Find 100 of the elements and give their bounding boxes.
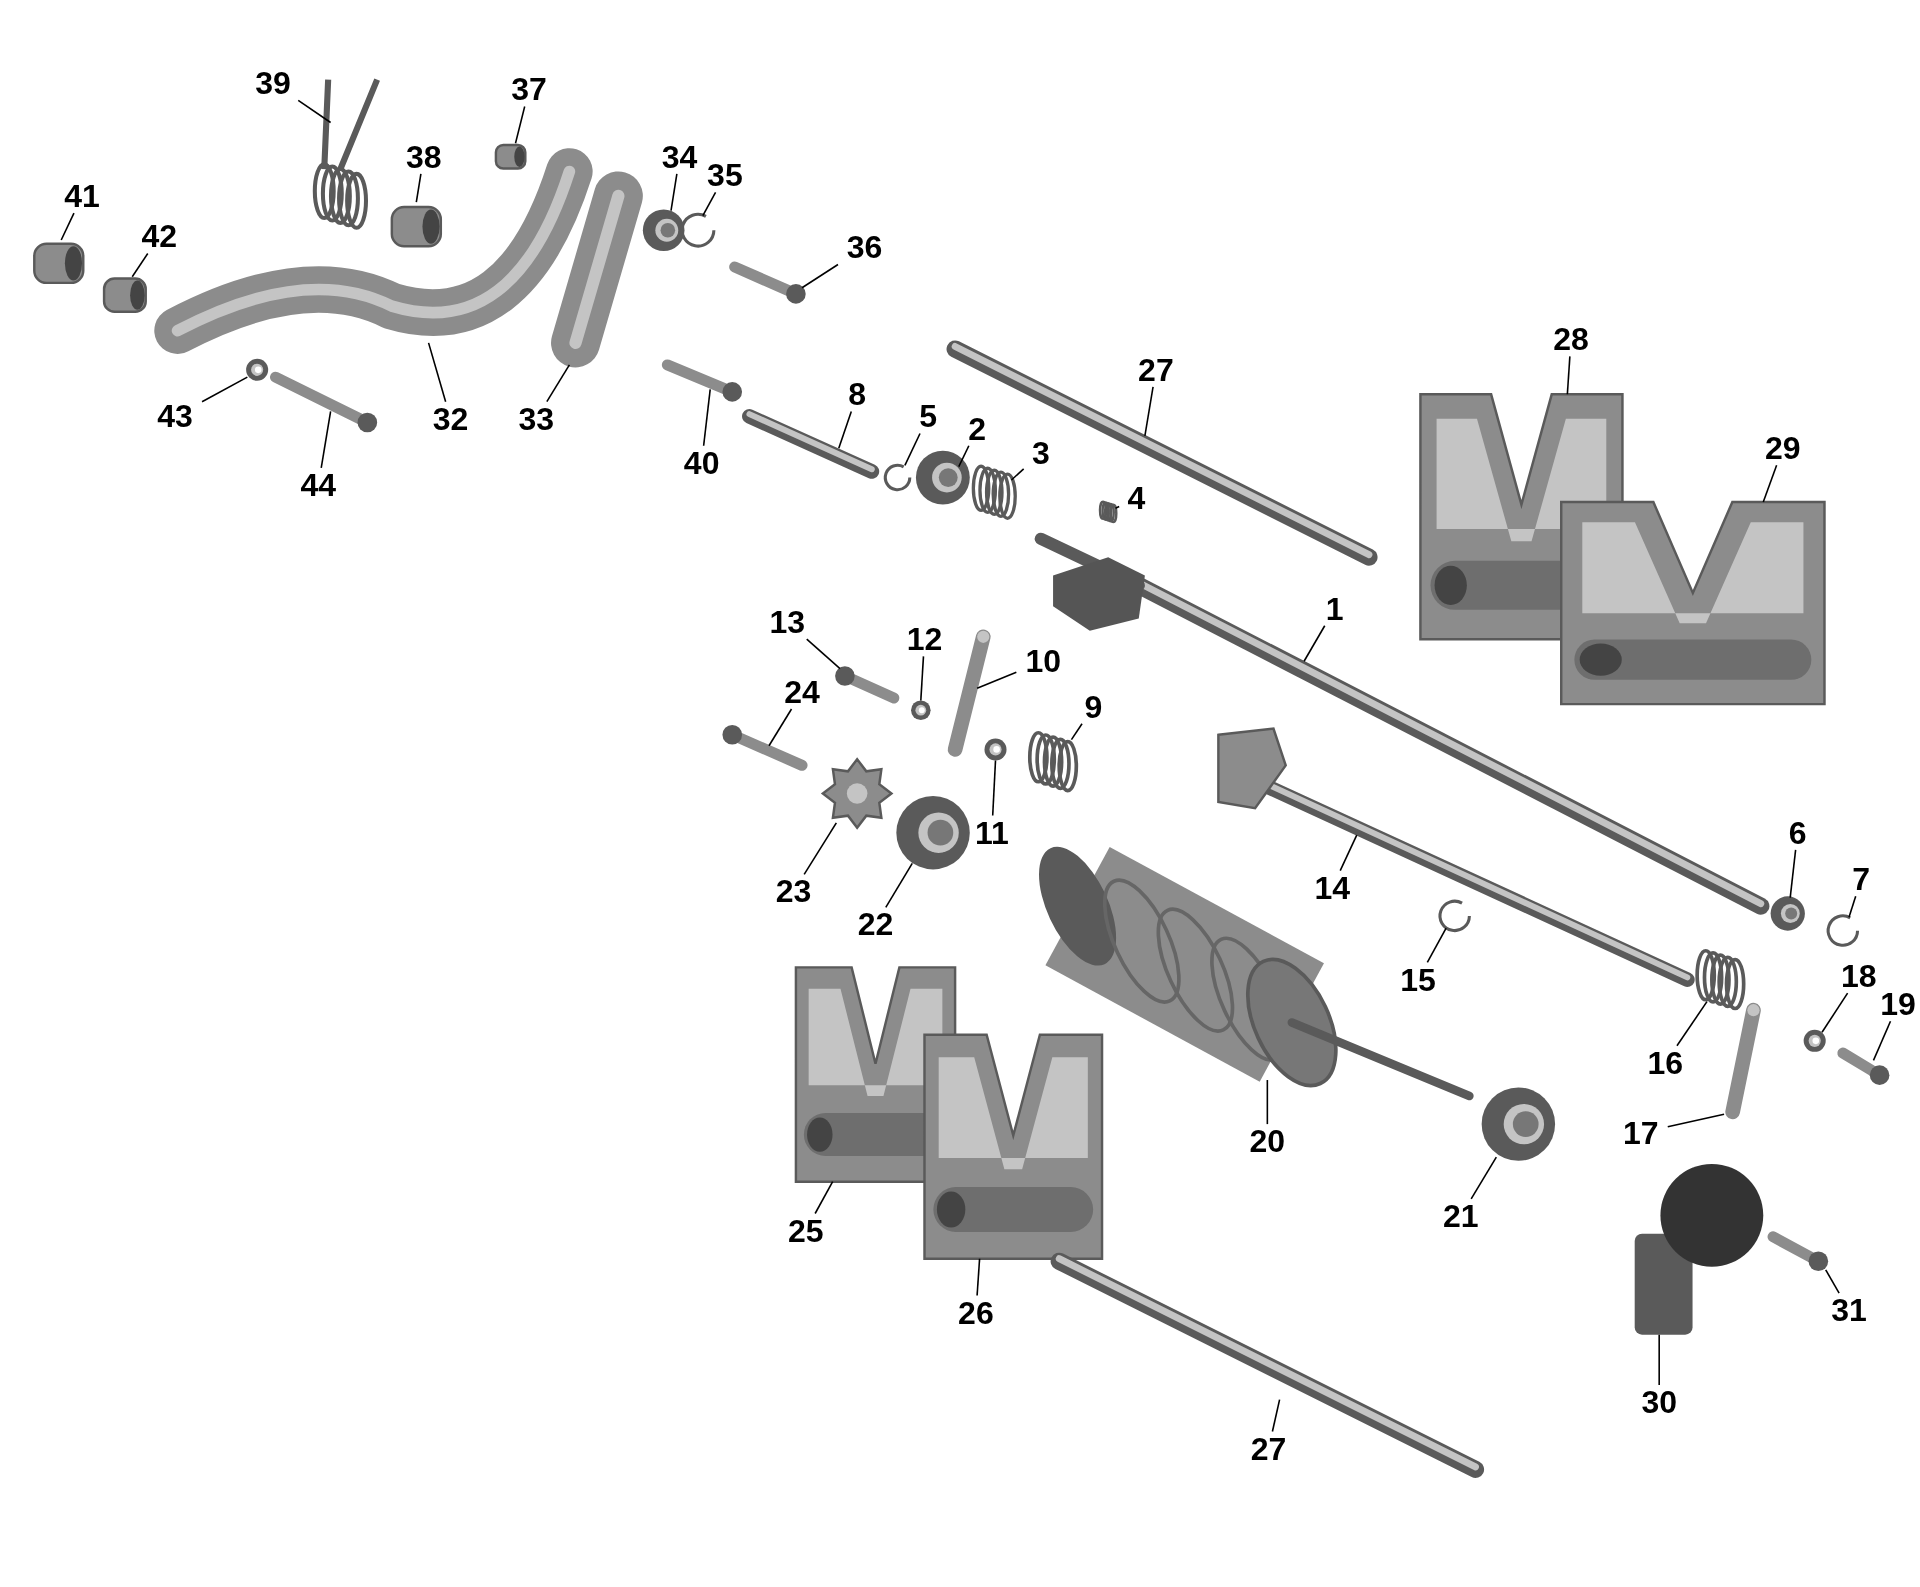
circlip: [1438, 899, 1471, 933]
spring: [1027, 730, 1079, 793]
leader-line: [1762, 464, 1778, 503]
leader-line: [805, 638, 841, 670]
callout-number: 28: [1553, 323, 1589, 356]
callout-number: 35: [707, 159, 743, 192]
callout-number: 24: [784, 675, 820, 708]
callout-number: 40: [683, 446, 720, 479]
callout-number: 12: [906, 623, 943, 656]
leader-line: [320, 410, 332, 469]
lever-link: [1725, 1002, 1761, 1120]
leader-line: [976, 1258, 981, 1297]
callout-number: 33: [518, 402, 555, 435]
callout-number: 39: [255, 67, 291, 100]
washer: [1803, 1029, 1826, 1052]
leader-line: [1821, 992, 1849, 1034]
shift-fork: [923, 1033, 1104, 1261]
leader-line: [1666, 1113, 1725, 1128]
washer: [246, 358, 269, 381]
leader-line: [1566, 355, 1571, 396]
spring: [312, 76, 381, 230]
leader-line: [702, 191, 717, 217]
leader-line: [1872, 1020, 1892, 1062]
circlip: [1826, 914, 1860, 947]
callout-number: 9: [1084, 690, 1103, 723]
leader-line: [1658, 1333, 1660, 1386]
bushing: [33, 242, 85, 285]
leader-line: [801, 263, 839, 289]
circlip: [680, 212, 716, 248]
shift-drum: [1039, 846, 1474, 1101]
callout-number: 16: [1647, 1046, 1684, 1079]
bearing: [1481, 1087, 1556, 1161]
leader-line: [920, 655, 925, 702]
callout-number: 42: [141, 220, 177, 253]
leader-line: [1426, 927, 1447, 964]
callout-number: 43: [157, 400, 193, 433]
callout-number: 17: [1623, 1116, 1659, 1149]
spring: [1695, 948, 1746, 1011]
callout-number: 37: [511, 73, 547, 106]
bolt: [722, 724, 808, 771]
leader-line: [1266, 1079, 1269, 1125]
callout-number: 34: [661, 140, 698, 173]
leader-line: [1144, 386, 1154, 437]
shift-fork: [1560, 500, 1826, 706]
callout-number: 41: [64, 179, 100, 212]
callout-number: 10: [1025, 645, 1062, 678]
shaft: [946, 340, 1378, 566]
bearing: [642, 209, 685, 252]
callout-number: 15: [1400, 963, 1436, 996]
leader-line: [991, 759, 997, 817]
callout-number: 11: [974, 816, 1009, 849]
callout-number: 3: [1031, 437, 1050, 470]
callout-number: 27: [1138, 353, 1174, 386]
bolt: [270, 371, 378, 433]
leader-line: [1339, 834, 1358, 872]
leader-line: [1070, 722, 1083, 741]
leader-line: [297, 99, 332, 124]
washer: [984, 738, 1007, 761]
callout-number: 19: [1880, 988, 1916, 1021]
bearing: [915, 450, 970, 505]
callout-number: 29: [1765, 432, 1801, 465]
bolt: [1837, 1047, 1890, 1085]
callout-number: 25: [787, 1214, 824, 1247]
lever-link: [947, 629, 991, 757]
bearing: [896, 795, 970, 870]
callout-number: 7: [1852, 863, 1871, 896]
callout-number: 38: [405, 140, 442, 173]
shaft: [1050, 1252, 1485, 1478]
leader-line: [1848, 895, 1857, 918]
callout-number: 36: [846, 231, 883, 264]
leader-line: [702, 388, 711, 447]
callout-number: 14: [1314, 871, 1351, 904]
leader-line: [427, 342, 447, 403]
leader-line: [838, 410, 853, 449]
leader-line: [546, 364, 571, 403]
bolt: [729, 261, 806, 304]
callout-number: 20: [1249, 1125, 1286, 1158]
leader-line: [885, 862, 914, 909]
leader-line: [814, 1180, 834, 1215]
leader-line: [514, 105, 526, 145]
callout-number: 21: [1443, 1199, 1479, 1232]
leader-line: [201, 376, 249, 403]
leader-line: [1010, 468, 1025, 481]
callout-number: 13: [769, 606, 806, 639]
bearing: [1770, 896, 1805, 931]
star-wheel: [820, 757, 894, 830]
leader-line: [768, 708, 793, 747]
washer: [911, 700, 931, 721]
callout-number: 32: [432, 402, 469, 435]
leader-line: [904, 432, 921, 467]
circlip: [883, 463, 912, 492]
leader-line: [958, 444, 970, 468]
callout-number: 5: [919, 400, 938, 433]
leader-line: [1789, 849, 1797, 899]
leader-line: [670, 173, 678, 212]
sensor-drawing: [1634, 1163, 1764, 1335]
callout-number: 6: [1788, 816, 1807, 849]
leader-line: [803, 822, 838, 876]
callout-number: 30: [1641, 1386, 1677, 1419]
callout-number: 4: [1127, 482, 1146, 515]
